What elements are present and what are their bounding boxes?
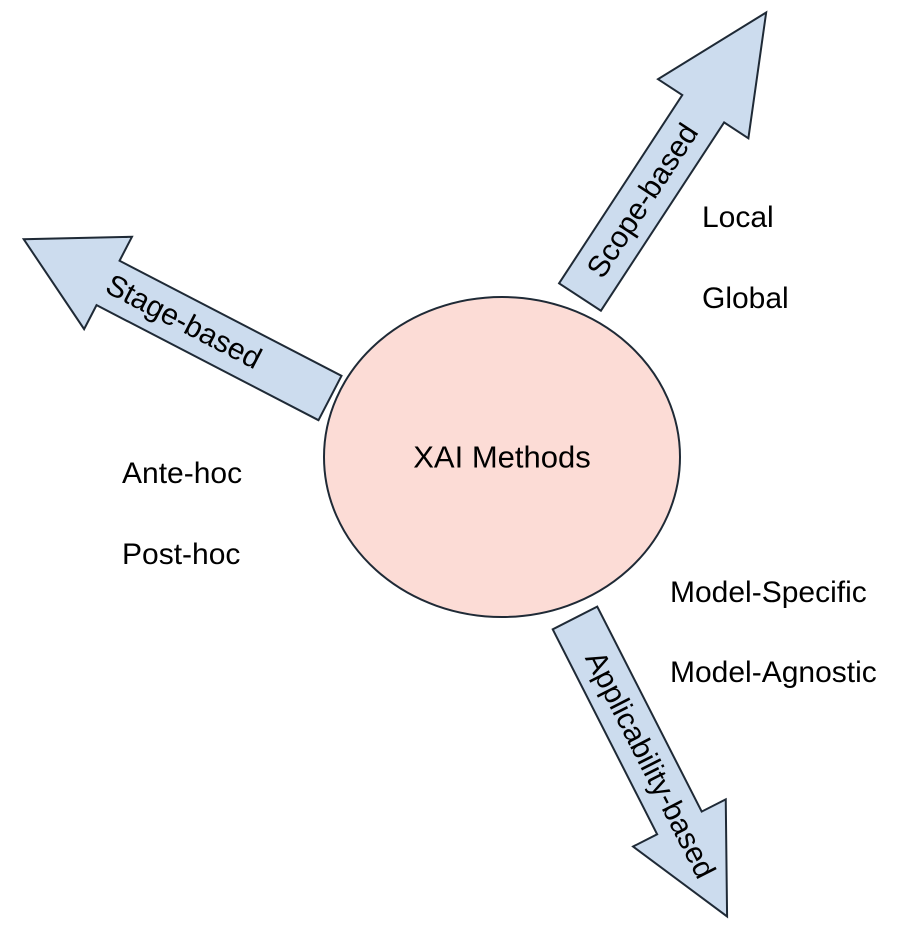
stage-based-arrow: Stage-based xyxy=(21,235,343,422)
applicability-item-model-specific: Model-Specific xyxy=(670,576,867,609)
scope-based-arrow: Scope-based xyxy=(557,10,768,313)
scope-item-global: Global xyxy=(702,282,789,315)
stage-based-label: Stage-based xyxy=(100,268,266,376)
stage-item-post-hoc: Post-hoc xyxy=(122,538,241,571)
applicability-based-arrow: Applicability-based xyxy=(551,605,729,919)
applicability-item-model-agnostic: Model-Agnostic xyxy=(670,656,877,689)
center-label: XAI Methods xyxy=(413,440,590,475)
stage-based-arrow-shape xyxy=(21,235,343,422)
stage-item-ante-hoc: Ante-hoc xyxy=(122,457,243,490)
scope-based-label: Scope-based xyxy=(581,118,705,284)
applicability-based-arrow-shape xyxy=(551,605,729,919)
scope-based-arrow-shape xyxy=(557,10,768,313)
center-node xyxy=(323,296,681,618)
scope-item-local: Local xyxy=(702,201,774,234)
